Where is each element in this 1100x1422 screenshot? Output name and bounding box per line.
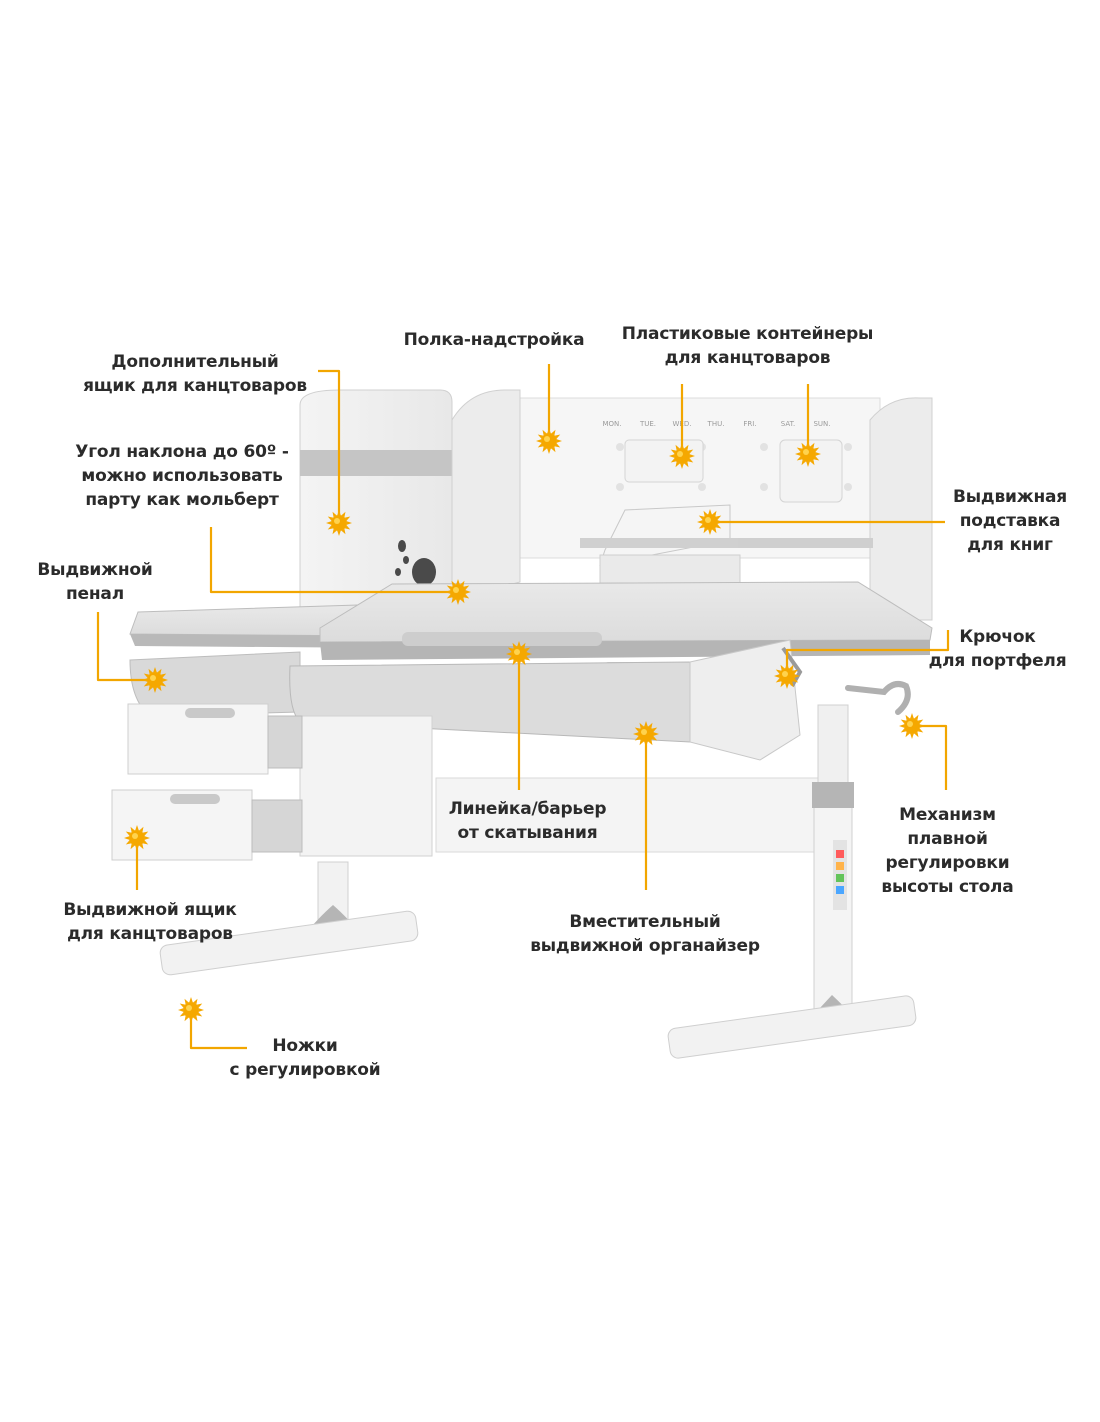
height-scale-colors [836, 850, 844, 894]
shelf-day-label: TUE. [639, 420, 656, 428]
label-height-mechanism: Механизм плавной регулировки высоты стол… [881, 805, 1014, 897]
sun-icon [142, 667, 168, 693]
label-legs: Ножки с регулировкой [229, 1036, 381, 1080]
label-plastic-containers: Пластиковые контейнеры для канцтоваров [621, 324, 874, 368]
book-stand-rail [580, 538, 750, 548]
sun-icon [774, 663, 800, 689]
label-pencil-case: Выдвижной пенал [37, 560, 153, 604]
paw-decoration [395, 540, 436, 586]
label-extra-box: Дополнительный ящик для канцтоваров [83, 352, 307, 396]
book-stand-base [599, 554, 741, 584]
right-side-panel [689, 639, 801, 761]
shelf-day-label: FRI. [743, 420, 756, 428]
book-stand-tray [738, 538, 873, 548]
crank-handle [845, 681, 911, 715]
label-tilt-angle: Угол наклона до 60º - можно использовать… [75, 442, 289, 510]
sun-icon [506, 641, 532, 667]
line-tilt [209, 527, 458, 594]
shelf-partition-middle [451, 389, 521, 601]
markers [124, 428, 925, 1023]
shelf-day-label: SAT. [781, 420, 796, 428]
shelf-day-label: MON. [602, 420, 621, 428]
sun-icon [899, 713, 925, 739]
label-hook: Крючок для портфеля [928, 627, 1067, 671]
sun-icon [178, 997, 204, 1023]
shelf-partition-right [869, 397, 933, 621]
sun-icon [795, 441, 821, 467]
drawer-cabinet [299, 715, 433, 857]
label-shelf: Полка-надстройка [403, 330, 585, 350]
foot-right [667, 995, 917, 1059]
foot-left [159, 910, 419, 976]
cross-beam [435, 777, 825, 853]
shelf-day-label: SUN. [813, 420, 830, 428]
line-pencil-case [96, 612, 155, 682]
sun-icon [536, 428, 562, 454]
label-organizer: Вместительный выдвижной органайзер [530, 912, 760, 956]
plastic-container-right [779, 439, 843, 503]
shelf-day-label: THU. [707, 420, 725, 428]
sun-icon [445, 579, 471, 605]
line-extra-box [318, 369, 341, 523]
extra-box-gray-band [300, 450, 452, 476]
sun-icon [124, 825, 150, 851]
sun-icon [697, 509, 723, 535]
sun-icon [669, 443, 695, 469]
desk-drawing: MON.TUE.WED.THU.FRI.SAT.SUN. [111, 389, 933, 1059]
label-ruler: Линейка/барьер от скатывания [448, 799, 607, 843]
label-drawer: Выдвижной ящик для канцтоваров [63, 900, 237, 944]
sun-icon [326, 510, 352, 536]
ruler-barrier [402, 632, 602, 646]
sun-icon [633, 721, 659, 747]
label-book-stand: Выдвижная подставка для книг [953, 487, 1067, 555]
